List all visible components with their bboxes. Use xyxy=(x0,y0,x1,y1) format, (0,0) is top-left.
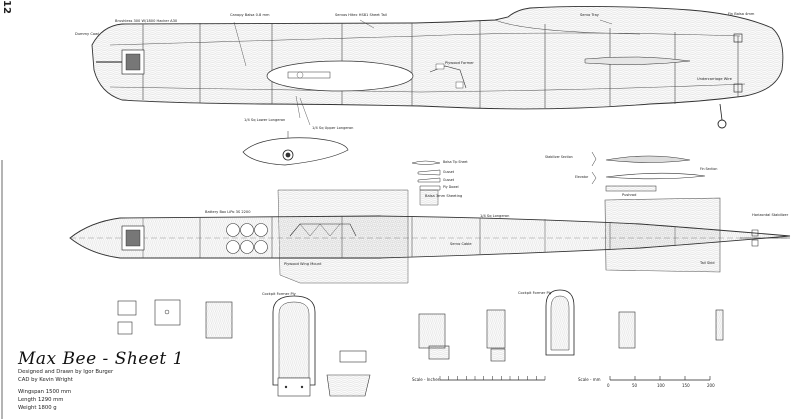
label-tail-skid: Tail Skid xyxy=(700,261,715,265)
scale-mm-tick-label: 0 xyxy=(607,383,610,388)
stabilizer-sections xyxy=(591,151,706,192)
sheet-title: Max Bee - Sheet 1 xyxy=(18,349,184,369)
label-pushrod: Pushrod xyxy=(622,193,637,197)
label-top-longeron: 1/4 Sq Longeron xyxy=(480,214,510,218)
label-motor: Brushless 300 W/1800 Hacker A30 xyxy=(115,19,178,23)
scale-mm-tick-label: 200 xyxy=(707,383,715,388)
credit-designer: Designed and Drawn by Igor Burger xyxy=(18,369,114,375)
scale-mm-tick-label: 100 xyxy=(657,383,665,388)
label-sheeting: Balsa 3mm Sheeting xyxy=(425,194,463,198)
label-lower-longeron: 1/4 Sq Lower Longeron xyxy=(244,118,286,122)
label-undercarriage: Undercarriage Wire xyxy=(697,77,732,81)
scale-mm-tick-label: 150 xyxy=(682,383,690,388)
label-servo-tray: Servo Tray xyxy=(580,13,599,17)
scale-inches-ticks xyxy=(439,376,546,380)
label-cockpit-former-2: Cockpit Former Ply xyxy=(518,291,552,295)
label-servos: Servos Hitec HS81 Sheet Tail xyxy=(335,13,387,17)
label-stab-section: Stabilizer Section xyxy=(545,155,573,159)
label-cockpit-former-1: Cockpit Former Ply xyxy=(262,292,296,296)
scale-mm-ticks xyxy=(609,376,711,380)
label-fin: Fin Balsa 4mm xyxy=(728,12,755,16)
spec-wingspan: Wingspan 1500 mm xyxy=(18,389,72,395)
label-gusset-2: Gusset xyxy=(443,178,455,182)
label-fin-section: Fin Section xyxy=(700,167,718,171)
label-tip-sheet: Balsa Tip Sheet xyxy=(443,160,468,164)
top-view-fuselage xyxy=(69,189,791,284)
label-ply-dowel: Ply Dowel xyxy=(443,185,459,189)
label-plywood-former: Plywood Former xyxy=(445,61,474,65)
parts-row xyxy=(117,289,724,397)
label-upper-longeron: 1/4 Sq Upper Longeron xyxy=(312,126,354,130)
label-gusset-1: Gusset xyxy=(443,170,455,174)
side-view-fuselage xyxy=(91,5,784,129)
label-wing-mount: Plywood Wing Mount xyxy=(284,262,322,266)
small-parts xyxy=(411,160,441,191)
label-h-stabilizer: Horizontal Stabilizer xyxy=(752,213,789,217)
wing-section xyxy=(242,131,349,166)
scale-inches-label: Scale - Inches xyxy=(412,377,440,382)
credit-cad: CAD by Kevin Wright xyxy=(18,377,73,383)
scale-mm-tick-label: 50 xyxy=(632,383,638,388)
spec-length: Length 1290 mm xyxy=(18,397,64,403)
spec-weight: Weight 1800 g xyxy=(18,405,57,411)
label-cowl: Dummy Cowl xyxy=(75,32,99,36)
label-servo-cable: Servo Cable xyxy=(450,242,472,246)
label-elevator: Elevator xyxy=(575,175,589,179)
label-battery-box: Battery Box LiPo 3S 2200 xyxy=(205,210,251,214)
label-canopy: Canopy Balsa 0.8 mm xyxy=(230,13,270,17)
scale-mm-label: Scale - mm xyxy=(578,377,601,382)
